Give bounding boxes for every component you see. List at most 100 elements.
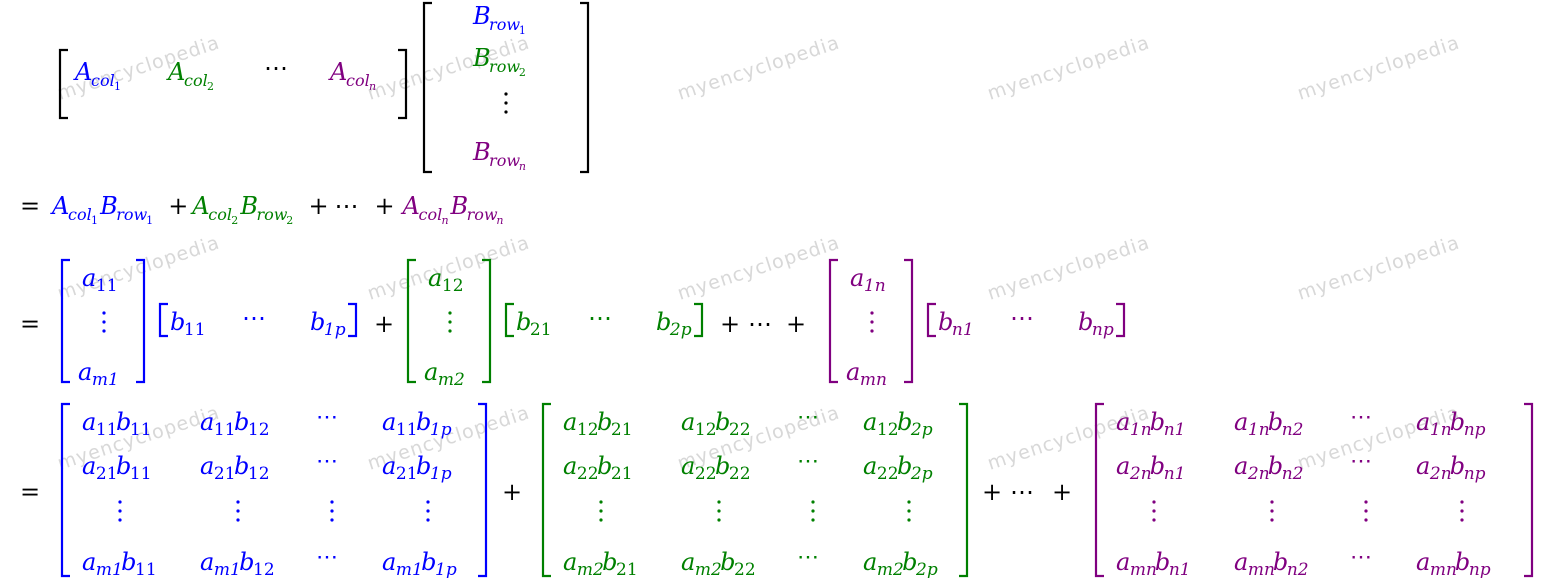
product-b: b22 xyxy=(715,452,751,484)
dot xyxy=(118,500,122,504)
product-b: b11 xyxy=(116,452,152,484)
dot xyxy=(907,500,911,504)
base-symbol: b xyxy=(239,548,254,576)
subscript: 21 xyxy=(214,464,236,484)
base-symbol: b xyxy=(416,408,431,436)
subscript: col xyxy=(419,205,443,224)
sub-subscript: 2 xyxy=(231,214,238,227)
subscript: row xyxy=(467,205,498,224)
dot xyxy=(599,518,603,522)
base-symbol: b xyxy=(897,452,912,480)
product-b: b1p xyxy=(421,548,457,580)
subscript: 22 xyxy=(577,464,599,484)
base-symbol: b xyxy=(1078,308,1093,336)
dot xyxy=(330,500,334,504)
base-symbol: a xyxy=(78,358,92,386)
subscript: 22 xyxy=(877,464,899,484)
product-b: b2p xyxy=(897,408,933,440)
base-symbol: b xyxy=(1150,452,1165,480)
base-symbol: b xyxy=(938,308,953,336)
subscript: 11 xyxy=(396,420,418,440)
subscript: n1 xyxy=(1169,560,1191,578)
base-symbol: a xyxy=(424,358,438,386)
horizontal-dots: ⋯ xyxy=(242,304,266,332)
dot xyxy=(118,518,122,522)
dot xyxy=(504,101,508,105)
equals-sign: = xyxy=(20,192,40,220)
vertical-dots xyxy=(102,311,106,333)
subscript: 1p xyxy=(324,320,346,340)
base-symbol: B xyxy=(472,44,491,72)
base-symbol: a xyxy=(1416,548,1430,576)
dot xyxy=(717,509,721,513)
watermark-text: myencyclopedia xyxy=(1295,32,1463,105)
row-entry: bn1 xyxy=(938,308,974,340)
subscript: 1p xyxy=(435,560,457,578)
product-b: b2p xyxy=(902,548,938,580)
right-bracket xyxy=(1116,302,1126,338)
left-bracket xyxy=(541,402,551,578)
subscript: 22 xyxy=(729,464,751,484)
vertical-dots xyxy=(1460,500,1464,522)
base-symbol: a xyxy=(82,408,96,436)
base-symbol: b xyxy=(516,308,531,336)
base-symbol: a xyxy=(200,548,214,576)
sub-subscript: 1 xyxy=(146,214,153,227)
product-b: b21 xyxy=(597,452,633,484)
subscript: 11 xyxy=(214,420,236,440)
base-symbol: a xyxy=(200,452,214,480)
subscript: m1 xyxy=(92,370,119,390)
product-b: b22 xyxy=(715,408,751,440)
dot xyxy=(907,518,911,522)
vertical-dots xyxy=(1364,500,1368,522)
horizontal-dots: ⋯ xyxy=(316,545,338,570)
dot xyxy=(504,92,508,96)
dot xyxy=(448,311,452,315)
vertical-dots xyxy=(448,311,452,333)
dot xyxy=(1364,500,1368,504)
base-symbol: b xyxy=(121,548,136,576)
base-symbol: a xyxy=(1416,408,1430,436)
base-symbol: a xyxy=(681,548,695,576)
dot xyxy=(1152,518,1156,522)
dot xyxy=(102,311,106,315)
subscript: 21 xyxy=(396,464,418,484)
subscript: mn xyxy=(1248,560,1275,578)
base-symbol: b xyxy=(597,452,612,480)
product-b: bn2 xyxy=(1273,548,1309,580)
equals-sign: = xyxy=(20,310,40,338)
dot xyxy=(599,500,603,504)
subscript: col xyxy=(208,205,232,224)
base-symbol: a xyxy=(1116,548,1130,576)
base-symbol: a xyxy=(1116,452,1130,480)
subscript: 11 xyxy=(184,320,206,340)
subscript: 12 xyxy=(877,420,899,440)
subscript: np xyxy=(1464,464,1486,484)
base-symbol: a xyxy=(846,358,860,386)
subscript: n2 xyxy=(1282,420,1304,440)
subscript: 21 xyxy=(611,420,633,440)
watermark-text: myencyclopedia xyxy=(675,32,843,105)
plus-sign: + xyxy=(982,478,1002,506)
base-symbol: b xyxy=(897,408,912,436)
vertical-dots xyxy=(907,500,911,522)
subscript: row xyxy=(116,205,147,224)
vertical-dots xyxy=(118,500,122,522)
base-symbol: a xyxy=(82,264,96,292)
base-symbol: b xyxy=(170,308,185,336)
left-bracket xyxy=(422,1,432,174)
vertical-dots xyxy=(811,500,815,522)
